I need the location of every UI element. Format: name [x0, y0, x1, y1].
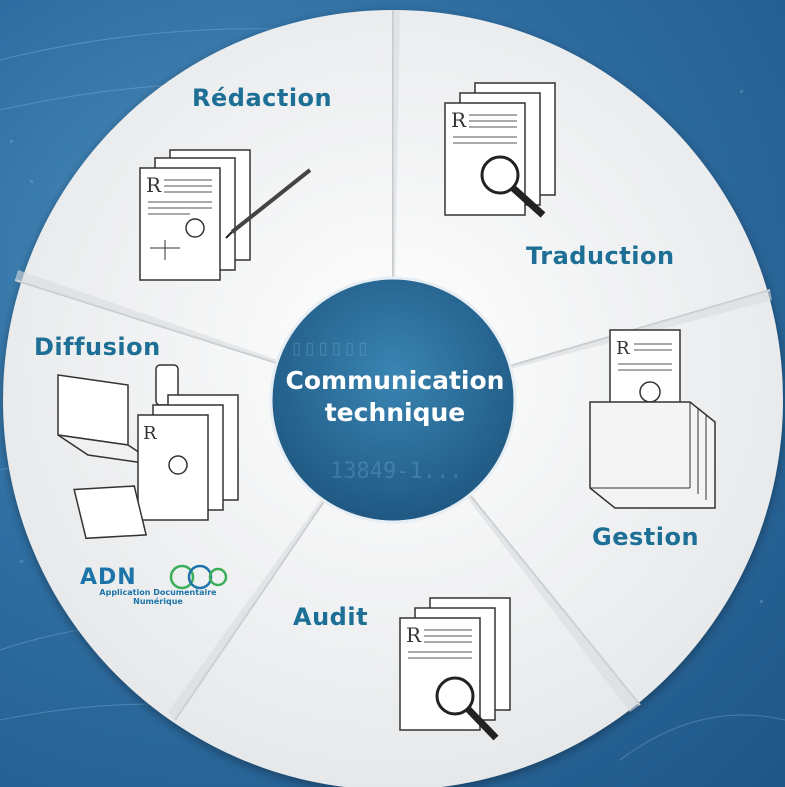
center-title-line1: Communication: [285, 366, 505, 395]
svg-text:R: R: [406, 623, 422, 647]
segment-label-traduction: Traduction: [526, 242, 675, 270]
devices-and-documents-icon: R: [57, 364, 239, 540]
center-circle: [269, 276, 517, 524]
svg-text:R: R: [143, 423, 157, 444]
logo-name: ADN: [80, 565, 137, 590]
segment-label-gestion: Gestion: [592, 523, 700, 551]
center-title-line2: technique: [324, 398, 466, 427]
svg-text:R: R: [146, 173, 162, 197]
segment-label-audit: Audit: [293, 603, 369, 631]
segment-label-redaction: Rédaction: [192, 84, 333, 112]
logo-tagline: Application Documentaire Numérique: [99, 588, 217, 606]
documents-with-magnifier-icon: R: [444, 82, 556, 218]
adn-logo-icon: [169, 564, 228, 590]
svg-text:13849-1...: 13849-1...: [330, 459, 462, 484]
segment-label-diffusion: Diffusion: [34, 333, 161, 361]
documents-with-pen-icon: R: [139, 149, 312, 281]
adn-logo: ADN Application Documentaire Numérique: [78, 565, 238, 606]
svg-text:R: R: [616, 338, 630, 359]
svg-text:▯▯▯▯▯▯: ▯▯▯▯▯▯: [290, 336, 369, 361]
center-title: Communication technique: [265, 365, 525, 429]
document-folders-icon: R: [589, 329, 716, 509]
svg-text:R: R: [451, 108, 467, 132]
documents-with-magnifier-icon: R: [399, 597, 511, 741]
